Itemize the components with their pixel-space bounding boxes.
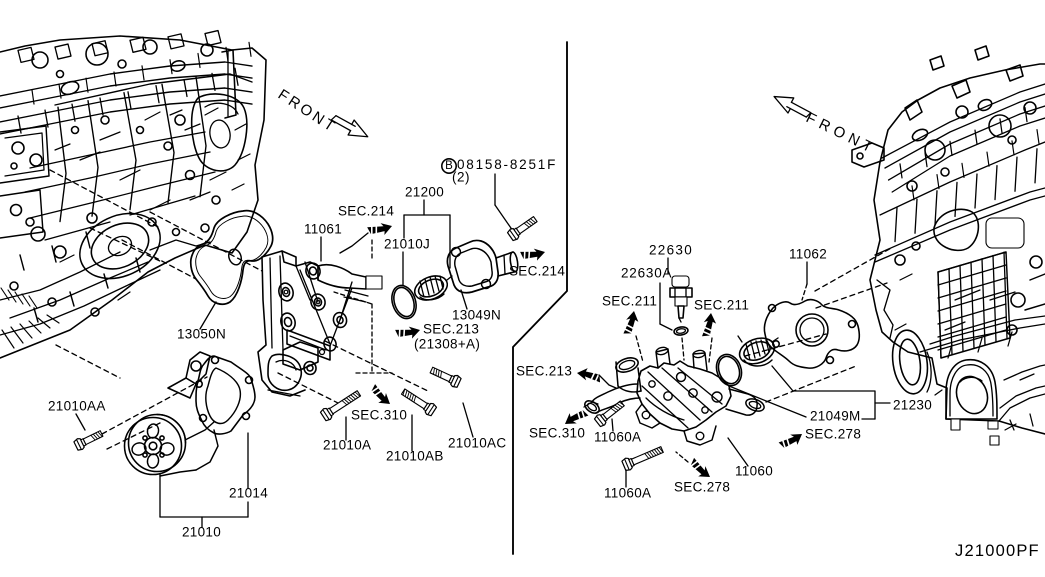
svg-text:21014: 21014 [229,486,268,501]
svg-text:11061: 11061 [304,222,342,237]
svg-text:SEC.213: SEC.213 [423,322,479,337]
svg-text:13050N: 13050N [177,327,226,342]
svg-text:21010: 21010 [182,525,221,540]
svg-text:SEC.211: SEC.211 [694,298,749,313]
svg-text:SEC.278: SEC.278 [674,480,730,495]
svg-text:SEC.214: SEC.214 [338,204,394,219]
svg-text:21010AA: 21010AA [48,399,106,414]
svg-text:21230: 21230 [893,398,932,413]
svg-text:11060A: 11060A [594,430,641,445]
svg-text:SEC.310: SEC.310 [529,426,585,441]
svg-text:21010J: 21010J [384,237,430,252]
svg-text:11060: 11060 [735,464,773,479]
svg-text:13049N: 13049N [452,308,501,323]
svg-text:SEC.310: SEC.310 [351,408,407,423]
svg-text:21049M: 21049M [810,409,861,424]
svg-text:11060A: 11060A [604,486,651,501]
svg-text:08158-8251F: 08158-8251F [457,157,557,172]
svg-text:22630A: 22630A [621,266,672,281]
svg-text:SEC.278: SEC.278 [805,427,861,442]
svg-text:(21308+A): (21308+A) [414,337,480,352]
svg-text:21010AB: 21010AB [386,449,444,464]
svg-text:SEC.211: SEC.211 [602,294,657,309]
svg-text:21010A: 21010A [323,438,371,453]
svg-text:21010AC: 21010AC [448,436,506,451]
svg-text:J21000PF: J21000PF [955,542,1040,560]
svg-text:SEC.214: SEC.214 [509,264,565,279]
svg-text:22630: 22630 [649,243,693,258]
svg-text:21200: 21200 [405,185,444,200]
svg-text:(2): (2) [452,170,470,185]
svg-text:SEC.213: SEC.213 [516,364,572,379]
svg-text:B: B [445,160,453,172]
svg-text:11062: 11062 [789,247,827,262]
